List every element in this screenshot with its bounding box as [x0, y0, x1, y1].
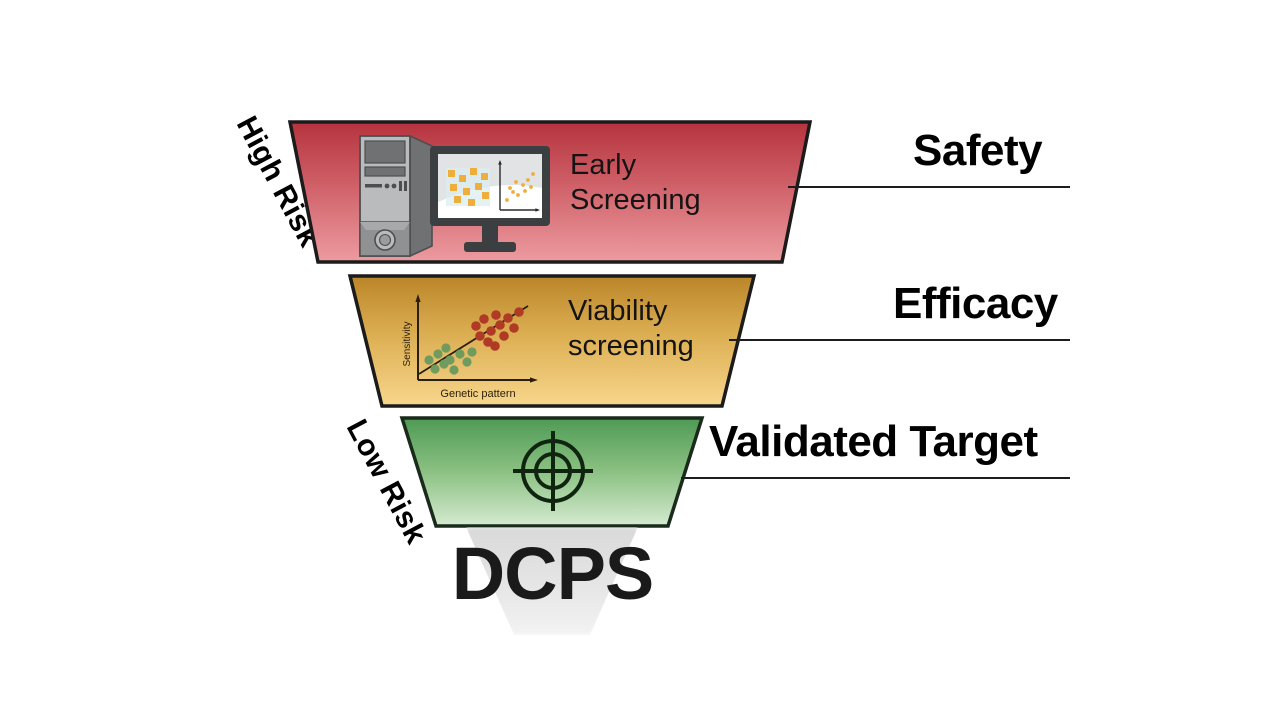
monitor-icon — [428, 144, 552, 258]
funnel-tier-viability-screening[interactable]: Sensitivity Genetic pattern Viability sc… — [346, 272, 758, 410]
category-label-safety: Safety — [913, 126, 1043, 175]
scatter-y-axis-label: Sensitivity — [402, 321, 413, 366]
funnel-tier-validated-target[interactable] — [398, 414, 706, 530]
scatter-x-axis-label: Genetic pattern — [440, 388, 515, 400]
funnel-tier-early-screening[interactable]: Early Screening — [286, 118, 814, 266]
category-connector-line-validated-target — [681, 477, 1070, 479]
category-connector-line-safety — [788, 186, 1070, 188]
tier-label-viability-screening: Viability screening — [568, 295, 694, 363]
computer-tower-icon — [352, 134, 436, 262]
tier-label-early-screening: Early Screening — [570, 149, 701, 217]
scatter-plot-icon: Sensitivity Genetic pattern — [388, 284, 548, 402]
category-label-efficacy: Efficacy — [893, 279, 1058, 328]
dcps-title: DCPS — [451, 532, 655, 615]
target-crosshair-icon — [508, 426, 598, 516]
category-label-validated-target: Validated Target — [709, 417, 1038, 466]
category-connector-line-efficacy — [729, 339, 1070, 341]
